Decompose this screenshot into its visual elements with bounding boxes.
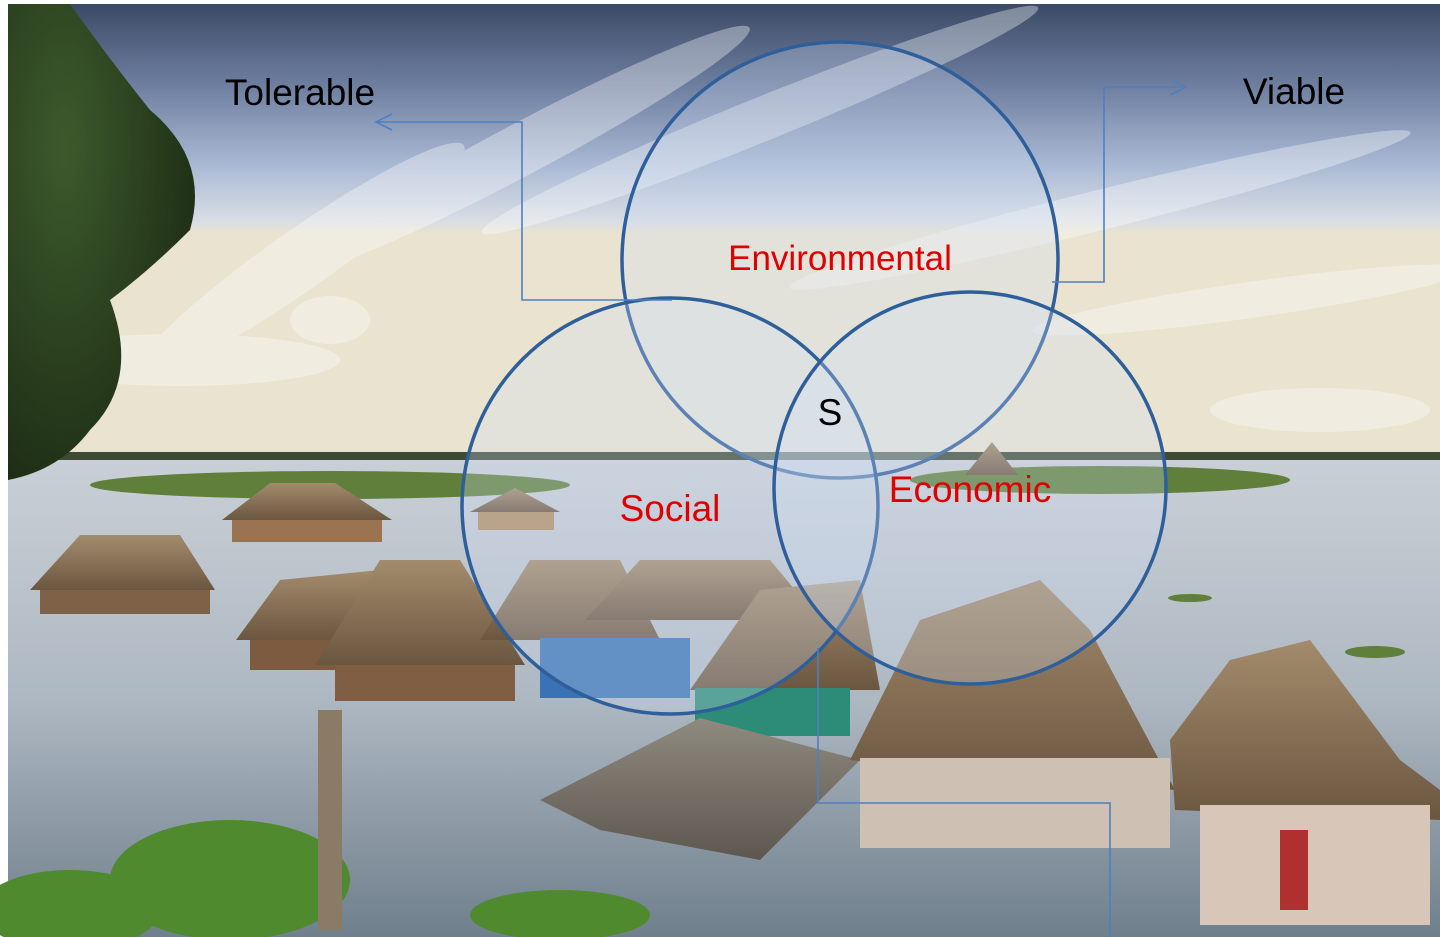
viable-connector <box>1052 86 1182 283</box>
sustainable-center-label: S <box>818 392 843 433</box>
huts-left <box>30 483 525 701</box>
distant-hut-right <box>965 442 1018 475</box>
tree <box>8 4 195 480</box>
huts-right <box>850 580 1440 925</box>
connectors <box>374 78 1188 937</box>
venn-circles <box>460 40 1168 716</box>
economic-circle <box>772 290 1168 686</box>
social-circle <box>460 296 880 716</box>
huts-centre <box>480 560 880 736</box>
social-label: Social <box>620 488 721 529</box>
fence-post <box>318 710 342 930</box>
tolerable-arrowhead <box>374 113 393 131</box>
far-shoreline <box>8 452 1440 462</box>
tolerable-connector <box>378 121 672 301</box>
labels: Tolerable Viable Environmental Social Ec… <box>225 71 1345 529</box>
economic-label: Economic <box>889 469 1051 510</box>
viable-label: Viable <box>1243 71 1345 112</box>
foreground-grass <box>0 820 650 937</box>
equitable-connector <box>817 648 1111 937</box>
viable-arrowhead <box>1169 78 1188 96</box>
wooden-deck <box>540 718 860 860</box>
environmental-circle <box>620 40 1060 480</box>
sky <box>8 4 1440 464</box>
distant-hut <box>470 488 560 530</box>
environmental-label: Environmental <box>728 239 952 278</box>
cloud-streaks <box>20 5 1440 432</box>
tolerable-label: Tolerable <box>225 72 375 113</box>
